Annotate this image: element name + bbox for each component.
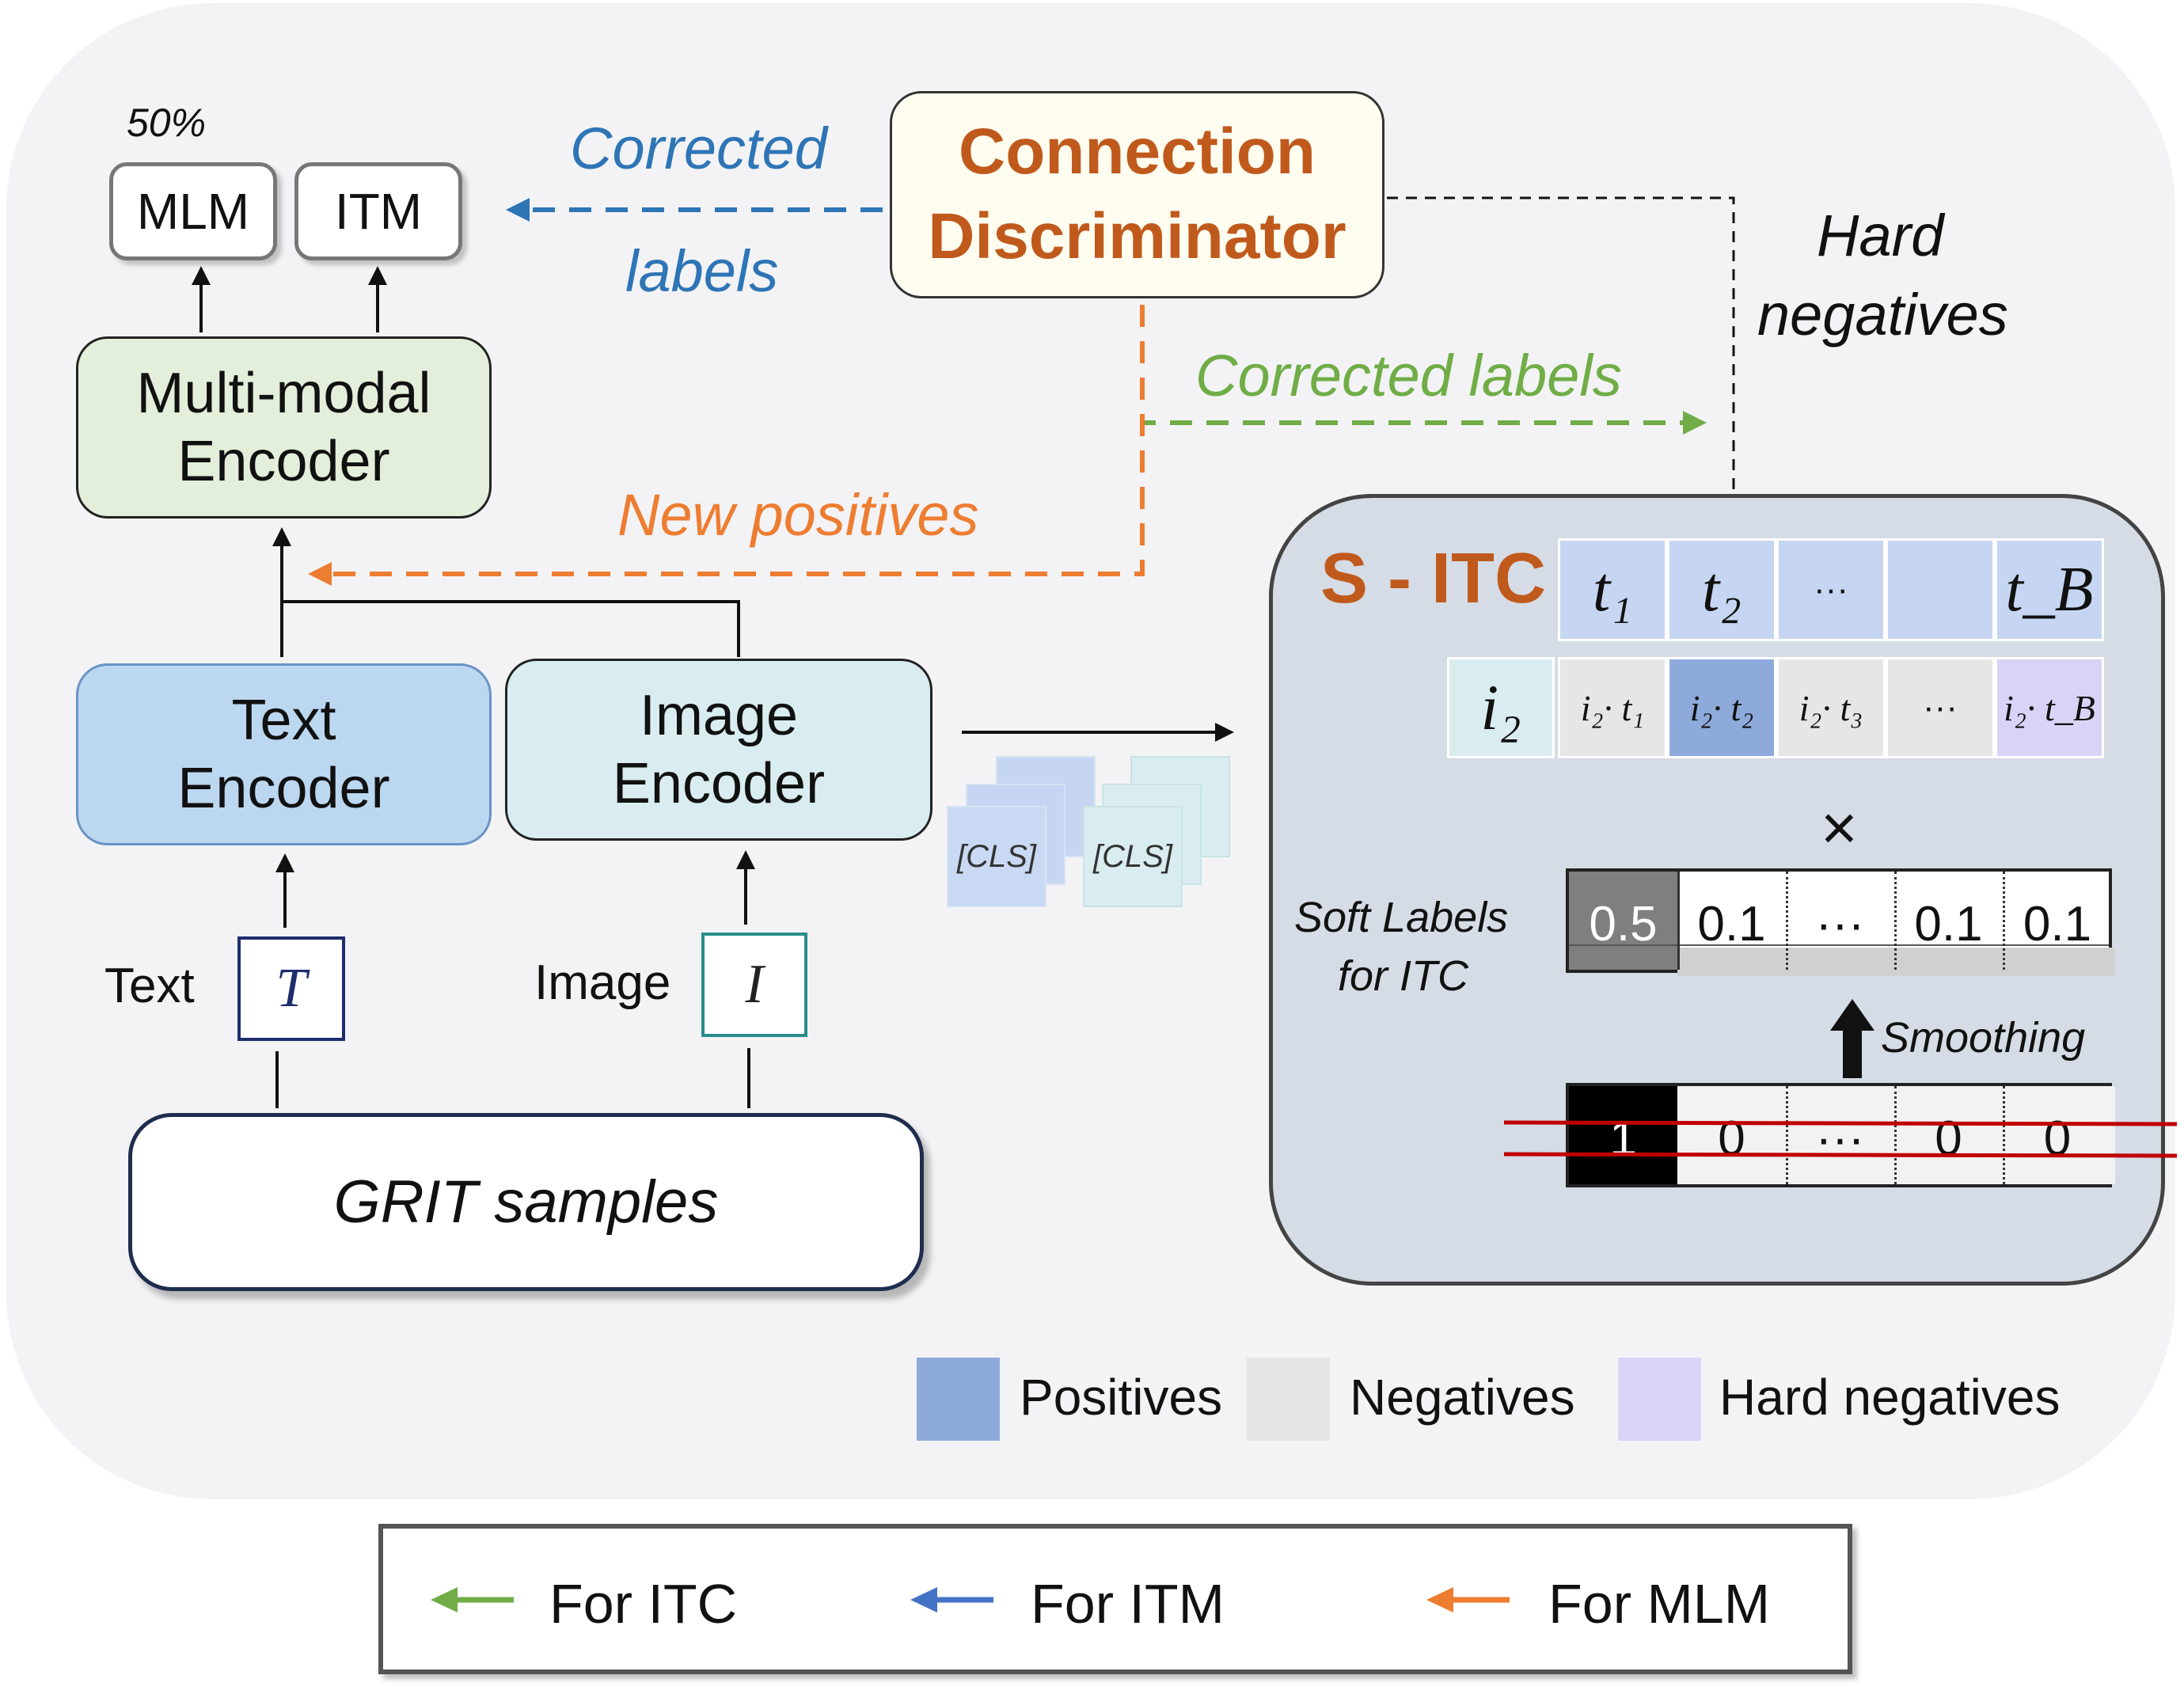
cls-token-text: [CLS] bbox=[956, 838, 1037, 874]
arrow-new-positives bbox=[308, 305, 1145, 586]
cls-token-image: [CLS] bbox=[1092, 838, 1173, 874]
cls-card-image-front: [CLS] bbox=[1083, 806, 1183, 907]
mlm-arrow-icon bbox=[1426, 1587, 1510, 1613]
dot-product-cell: i₂· t₃ bbox=[1776, 657, 1886, 758]
negatives-swatch bbox=[1247, 1358, 1330, 1441]
cls-card-text-front: [CLS] bbox=[947, 806, 1046, 907]
negatives-legend-label: Negatives bbox=[1350, 1369, 1575, 1426]
image-encoder: Image Encoder bbox=[505, 659, 932, 841]
hard-label-value: 1 bbox=[1609, 1111, 1637, 1166]
soft-label-value: ··· bbox=[1815, 896, 1865, 952]
hard-negatives-swatch bbox=[1618, 1358, 1701, 1441]
mlm-legend-label: For MLM bbox=[1548, 1573, 1770, 1635]
dot-product-cell-positive: i₂· t₂ bbox=[1667, 657, 1776, 758]
multimodal-encoder: Multi-modal Encoder bbox=[76, 336, 492, 519]
text-token-cell: t₁ bbox=[1558, 538, 1667, 641]
itc-legend-label: For ITC bbox=[549, 1573, 738, 1635]
corrected-labels-itm-line2: labels bbox=[625, 238, 779, 304]
cd-line1: Connection bbox=[959, 116, 1316, 188]
s-itc-title: S - ITC bbox=[1320, 539, 1546, 618]
image-input-symbol: I bbox=[701, 933, 807, 1037]
grit-samples-box: GRIT samples bbox=[128, 1113, 924, 1291]
mlm-head: MLM bbox=[109, 162, 277, 260]
soft-labels-title-line1: Soft Labels bbox=[1294, 894, 1509, 941]
soft-label-value: 0.1 bbox=[2023, 896, 2092, 952]
soft-labels-row: 0.5 0.1 ··· 0.1 0.1 bbox=[1566, 868, 2115, 976]
text-token-cell: t₂ bbox=[1667, 538, 1776, 641]
dot-product-cell: ··· bbox=[1886, 657, 1995, 758]
image-encoder-line1: Image bbox=[639, 683, 799, 747]
positives-legend-label: Positives bbox=[1020, 1369, 1223, 1426]
dot-product-cell: i₂· t₁ bbox=[1558, 657, 1667, 758]
itc-arrow-icon bbox=[431, 1587, 514, 1613]
arrow-color-legend: For ITC For ITM For MLM bbox=[378, 1524, 1852, 1674]
soft-label-positive-fill bbox=[1569, 872, 1677, 970]
smoothing-label: Smoothing bbox=[1881, 1014, 2086, 1062]
text-encoder-line1: Text bbox=[231, 688, 336, 752]
new-positives-label: New positives bbox=[617, 482, 979, 548]
arrow-hard-negatives bbox=[1387, 196, 1735, 494]
soft-row-divider bbox=[1894, 872, 1897, 970]
soft-row-divider bbox=[1677, 872, 1680, 970]
soft-label-baseline bbox=[1569, 944, 2109, 946]
itm-legend-label: For ITM bbox=[1031, 1573, 1225, 1635]
hard-row-divider bbox=[1894, 1086, 1897, 1184]
corrected-labels-itm-line1: Corrected bbox=[570, 116, 827, 181]
mm-encoder-line1: Multi-modal bbox=[136, 361, 431, 425]
soft-row-divider bbox=[2003, 872, 2005, 970]
smoothing-arrow-icon bbox=[1830, 999, 1874, 1078]
soft-label-value: 0.1 bbox=[1697, 896, 1766, 952]
hard-negatives-label-line1: Hard bbox=[1817, 203, 1944, 268]
corrected-labels-itc-label: Corrected labels bbox=[1195, 343, 1622, 408]
text-token-ellipsis: ··· bbox=[1814, 570, 1848, 609]
hard-negatives-label-line2: negatives bbox=[1757, 282, 2008, 348]
soft-label-value: 0.5 bbox=[1589, 896, 1658, 952]
image-encoder-line2: Encoder bbox=[612, 752, 826, 815]
text-token-cell: ··· bbox=[1776, 538, 1886, 641]
image-input-label: Image bbox=[534, 955, 671, 1010]
dot-product-ellipsis: ··· bbox=[1923, 688, 1958, 727]
soft-label-value: 0.1 bbox=[1914, 896, 1983, 952]
hard-label-positive-fill bbox=[1569, 1086, 1677, 1184]
text-token-cell: t_B bbox=[1995, 538, 2104, 641]
dot-product-cell-hard-negative: i₂· t_B bbox=[1995, 657, 2104, 758]
soft-labels-title-line2: for ITC bbox=[1338, 952, 1469, 1000]
times-sign: × bbox=[1821, 792, 1858, 863]
mask-percentage-label: 50% bbox=[127, 101, 207, 145]
itm-arrow-icon bbox=[910, 1587, 993, 1613]
text-encoder-line2: Encoder bbox=[177, 757, 390, 820]
hard-labels-row: 1 0 ··· 0 0 bbox=[1566, 1083, 2115, 1187]
text-input-symbol: T bbox=[237, 936, 345, 1041]
hard-row-divider bbox=[2003, 1086, 2005, 1184]
text-input-label: Text bbox=[104, 959, 195, 1013]
mm-encoder-line2: Encoder bbox=[177, 430, 390, 493]
positives-swatch bbox=[917, 1358, 1000, 1441]
strikethrough-lines bbox=[1504, 1120, 2177, 1158]
hard-row-divider bbox=[1786, 1086, 1788, 1184]
cd-line2: Discriminator bbox=[928, 200, 1346, 272]
text-encoder: Text Encoder bbox=[76, 663, 492, 845]
connection-discriminator: Connection Discriminator bbox=[890, 91, 1384, 298]
soft-row-divider bbox=[1786, 872, 1788, 970]
image-encoder-join-line bbox=[282, 600, 740, 657]
image-token-cell: i₂ bbox=[1447, 657, 1555, 758]
itm-head: ITM bbox=[294, 162, 462, 260]
text-token-cell bbox=[1886, 538, 1995, 641]
hard-negatives-legend-label: Hard negatives bbox=[1719, 1369, 2061, 1426]
